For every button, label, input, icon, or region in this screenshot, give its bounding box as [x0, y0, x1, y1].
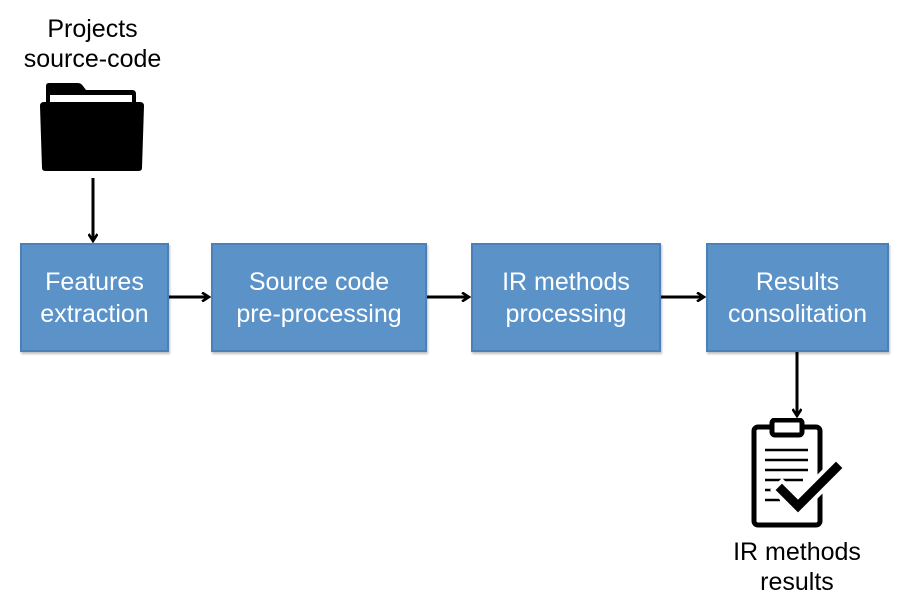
output-label: IR methods results	[712, 537, 882, 597]
step-ir-methods-processing: IR methods processing	[471, 243, 661, 352]
step-label-line2: extraction	[40, 299, 149, 328]
step-label-line2: consolitation	[728, 299, 867, 328]
step-source-code-preprocessing: Source code pre-processing	[211, 243, 427, 352]
clipboard-check-icon	[751, 418, 848, 528]
step-results-consolitation: Results consolitation	[706, 243, 889, 352]
step-label-line1: IR methods	[502, 267, 630, 296]
output-label-line1: IR methods	[733, 538, 861, 566]
step-label-line1: Results	[755, 267, 840, 296]
step-label-line1: Source code	[248, 267, 390, 296]
source-label: Projects source-code	[10, 14, 175, 74]
step-label-line1: Features	[45, 267, 144, 296]
output-label-line2: results	[760, 568, 834, 596]
source-label-line1: Projects	[47, 15, 138, 43]
source-label-line2: source-code	[23, 45, 162, 73]
folder-icon	[40, 83, 144, 171]
step-features-extraction: Features extraction	[20, 243, 169, 352]
step-label-line2: pre-processing	[236, 299, 402, 328]
step-label-line2: processing	[505, 299, 627, 328]
